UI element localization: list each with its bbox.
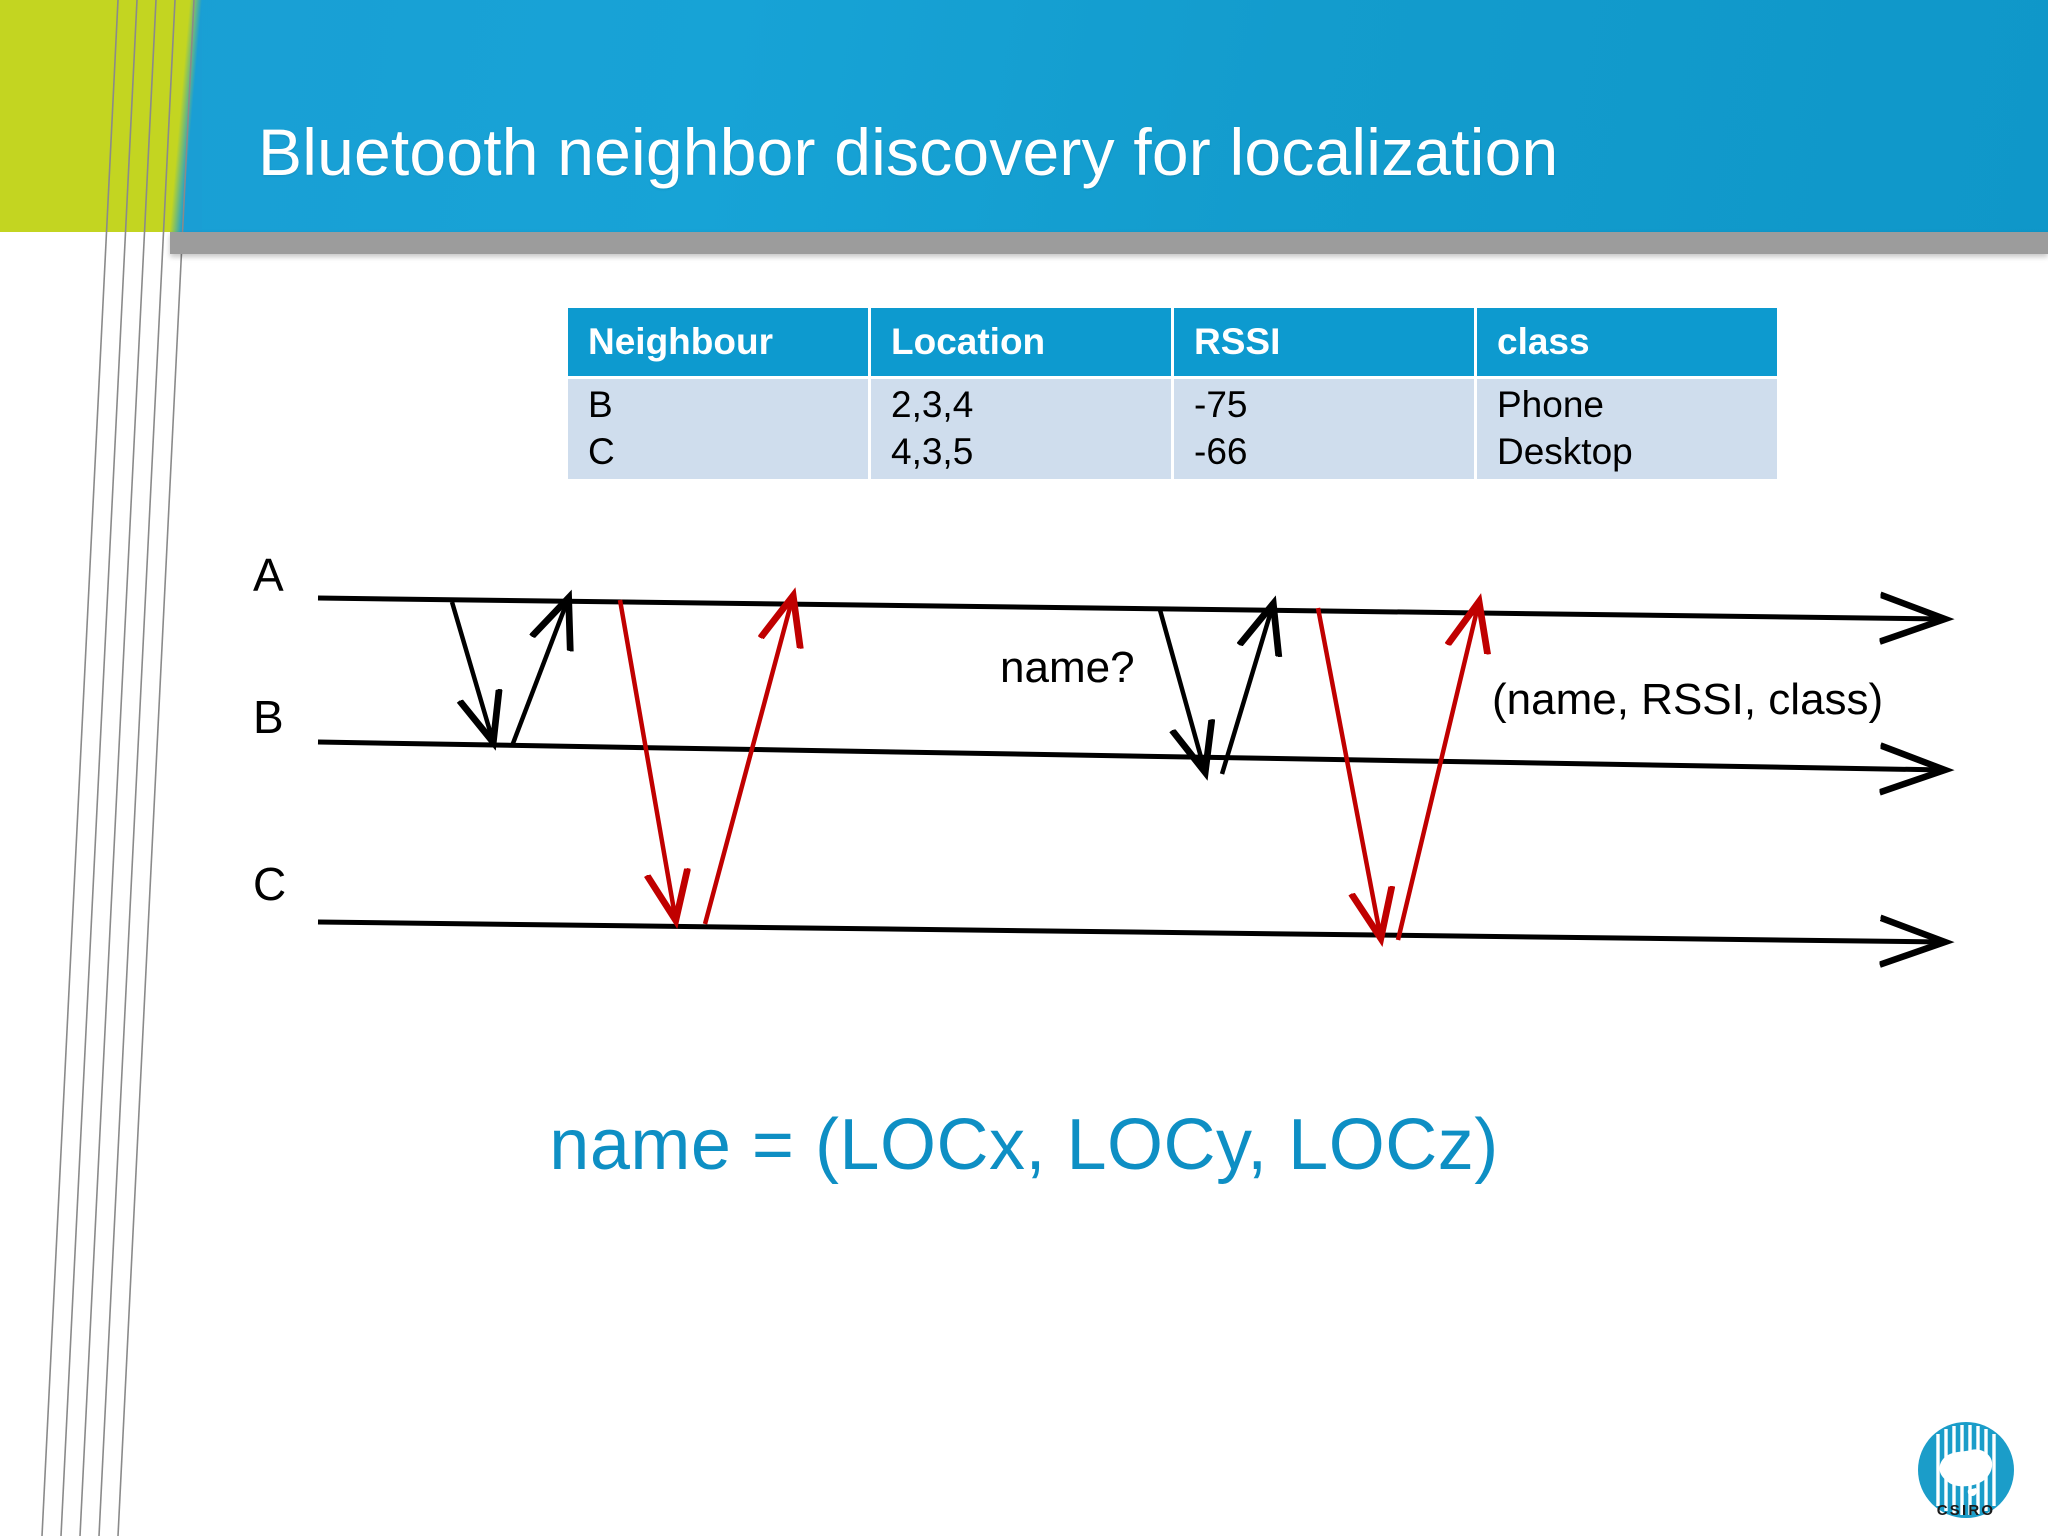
column-header-class: class <box>1477 308 1777 376</box>
timeline-c <box>317 922 1945 942</box>
timeline-label-c: C <box>253 858 287 910</box>
arrow-a-to-c-1 <box>617 599 675 916</box>
arrow-c-to-a-2 <box>1395 606 1478 941</box>
cell-class-c: Desktop <box>1497 430 1633 472</box>
formula-text: name = (LOCx, LOCy, LOCz) <box>549 1105 1499 1185</box>
sequence-diagram <box>317 520 2048 990</box>
cell-neighbour-b: B <box>588 384 613 425</box>
arrow-a-to-c-2 <box>1315 607 1380 934</box>
arrow-b-to-a-1 <box>509 602 567 747</box>
cell-class-b: Phone <box>1497 384 1604 425</box>
column-header-location: Location <box>871 308 1171 376</box>
arrow-b-to-a-2 <box>1219 608 1272 775</box>
timeline-a <box>317 598 1945 619</box>
header-band <box>0 0 2048 232</box>
header-divider-bar <box>170 232 2048 254</box>
arrow-a-to-b-1 <box>449 601 492 738</box>
annotation-name-rssi-class: (name, RSSI, class) <box>1492 675 1884 724</box>
page-title: Bluetooth neighbor discovery for localiz… <box>258 115 1559 189</box>
header-accent-taper <box>150 0 202 232</box>
arrow-c-to-a-1 <box>702 600 792 925</box>
cell-rssi-c: -66 <box>1194 430 1248 472</box>
arrow-a-to-b-2 <box>1157 609 1204 768</box>
timeline-label-b: B <box>253 691 284 743</box>
column-header-neighbour: Neighbour <box>568 308 868 376</box>
cell-location-c: 4,3,5 <box>891 430 974 472</box>
cell-location-column: 2,3,4 4,3,5 <box>871 379 1171 479</box>
csiro-logo-icon <box>1918 1422 2014 1518</box>
cell-rssi-b: -75 <box>1194 384 1248 425</box>
column-header-rssi: RSSI <box>1174 308 1474 376</box>
cell-rssi-column: -75-66 <box>1174 379 1474 479</box>
table-header-row: Neighbour Location RSSI class <box>568 308 1777 376</box>
timeline-label-a: A <box>253 549 284 601</box>
cell-location-b: 2,3,4 <box>891 384 974 425</box>
csiro-logo-label: CSIRO <box>1936 1502 1996 1519</box>
annotation-name-query: name? <box>1000 643 1135 692</box>
cell-neighbour-c: C <box>588 430 615 472</box>
timeline-b <box>317 739 1945 770</box>
